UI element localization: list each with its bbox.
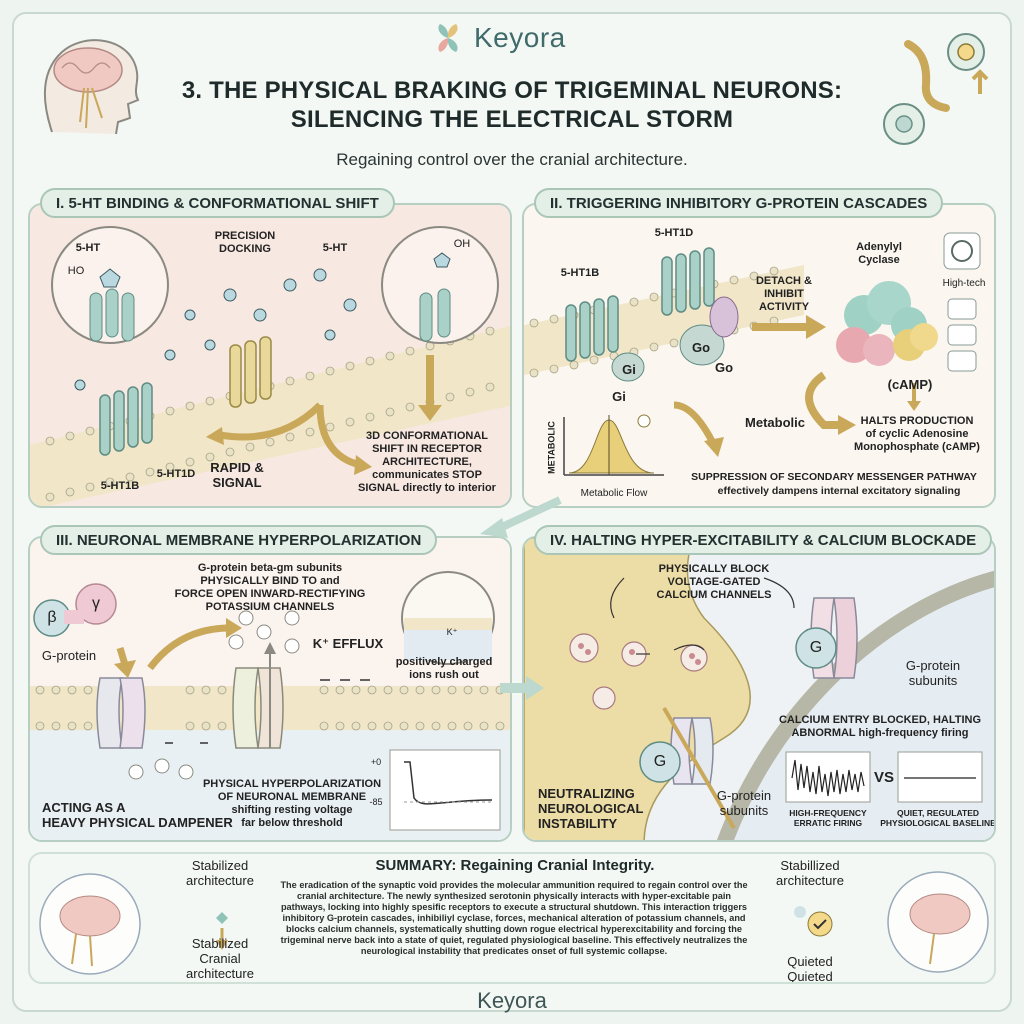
page-title-line1: 3. THE PHYSICAL BRAKING OF TRIGEMINAL NE… <box>181 77 843 104</box>
label-gi: Gi <box>622 362 636 377</box>
gears-icon <box>883 33 989 145</box>
label-k-efflux: K⁺ EFFLUX <box>312 636 384 651</box>
label-neutralizing: NEUTRALIZING NEUROLOGICAL INSTABILITY <box>538 786 644 831</box>
label-gi-2: Gi <box>612 389 626 404</box>
leaf-logo-icon <box>438 24 458 52</box>
panel-title-binding: I. 5-HT BINDING & CONFORMATIONAL SHIFT <box>40 188 395 218</box>
label-5ht1d-panel2: 5-HT1D <box>654 227 694 239</box>
label-camp: (cAMP) <box>887 377 933 392</box>
summary-text: The eradication of the synaptic void pro… <box>280 880 748 956</box>
panel-title-gprotein: II. TRIGGERING INHIBITORY G-PROTEIN CASC… <box>534 188 944 218</box>
label-vs: VS <box>873 769 894 786</box>
label-suppression-sub: effectively dampens internal excitatory … <box>717 485 961 497</box>
summary-right-top: Stabillized architecture <box>776 858 844 888</box>
label-adenylyl-cyclase: Adenylyl Cyclase <box>856 241 902 266</box>
label-5ht1b-panel2: 5-HT1B <box>560 267 600 279</box>
label-gprotein-subunits-1: G-protein subunits <box>905 658 961 688</box>
panel-title-hyperpolarization: III. NEURONAL MEMBRANE HYPERPOLARIZATION <box>40 525 438 555</box>
label-5ht-left: 5-HT <box>75 242 101 254</box>
label-detach-inhibit: DETACH & INHIBIT ACTIVITY <box>755 275 812 313</box>
label-ho: HO <box>67 265 85 277</box>
label-gprotein-subunits-2: G-protein subunits <box>716 788 772 818</box>
label-metabolic: Metabolic <box>745 415 805 430</box>
label-conformational-shift: 3D CONFORMATIONAL SHIFT IN RECEPTOR ARCH… <box>358 430 496 494</box>
panel-hyperpolarization: β γ G-protein G-protein beta-gm subunits… <box>28 536 512 842</box>
label-k-ion: K⁺ <box>446 627 458 637</box>
summary-left-top: Stabilized architecture <box>186 858 254 888</box>
chart-label-minus85: -85 <box>369 797 383 807</box>
label-high-frequency: HIGH-FREQUENCY ERRATIC FIRING <box>789 808 867 828</box>
panel-gprotein: 5-HT1D 5-HT1B Go Go Gi Gi DETACH & INHIB… <box>522 203 996 508</box>
label-rapid-signal: RAPID & SIGNAL <box>210 460 264 490</box>
label-calcium-blocked: CALCIUM ENTRY BLOCKED, HALTING ABNORMAL … <box>778 714 982 739</box>
brand-logo: Keyora <box>430 18 600 58</box>
footer-logo: Keyora <box>477 988 547 1013</box>
summary-illustration <box>30 854 994 982</box>
hyperpolarization-illustration <box>30 538 510 840</box>
metabolic-chart <box>563 414 664 476</box>
label-gamma: γ <box>92 595 100 612</box>
brand-logo-text: Keyora <box>474 22 566 53</box>
summary-panel: Stabilized architecture Stabilized Crani… <box>28 852 996 984</box>
label-5ht1b: 5-HT1B <box>100 480 140 492</box>
label-gprotein-bind: G-protein beta-gm subunits PHYSICALLY BI… <box>174 562 366 613</box>
label-ions-rush-out: positively charged ions rush out <box>395 656 493 681</box>
label-halts-production: HALTS PRODUCTION of cyclic Adenosine Mon… <box>854 415 980 453</box>
label-g-top: G <box>809 639 823 656</box>
label-g-bottom: G <box>653 753 667 770</box>
summary-left-bottom: Stabilized Cranial architecture <box>186 936 254 981</box>
label-beta: β <box>47 609 57 626</box>
label-high-tech: High-tech <box>942 278 986 289</box>
summary-title: SUMMARY: Regaining Cranial Integrity. <box>375 857 655 874</box>
poster-frame <box>12 12 1012 1012</box>
label-5ht-right: 5-HT <box>322 242 348 254</box>
panel-calcium: PHYSICALLY BLOCK VOLTAGE-GATED CALCIUM C… <box>522 536 996 842</box>
label-gprotein: G-protein <box>41 648 97 663</box>
receptor-5ht1b <box>99 382 153 456</box>
label-heavy-dampener: ACTING AS A HEAVY PHYSICAL DAMPENER <box>42 800 233 830</box>
page-subtitle: Regaining control over the cranial archi… <box>336 150 688 169</box>
label-quiet-baseline: QUIET, REGULATED PHYSIOLOGICAL BASELINE <box>880 808 996 828</box>
label-5ht1d: 5-HT1D <box>156 468 196 480</box>
membrane-illustration <box>30 205 510 506</box>
chart-ylabel-metabolic: METABOLIC <box>546 421 557 474</box>
label-go: Go <box>691 340 711 355</box>
receptor-5ht1d <box>229 336 272 408</box>
label-physical-hyperpolarization: PHYSICAL HYPERPOLARIZATION OF NEURONAL M… <box>202 778 382 829</box>
chart-label-plus0: +0 <box>370 757 382 767</box>
panel-binding: 5-HT HO OH PRECISION DOCKING 5-HT 5-HT1B… <box>28 203 512 508</box>
page-title-line2: SILENCING THE ELECTRICAL STORM <box>290 106 734 133</box>
summary-right-bottom: Quieted Quieted <box>787 954 833 984</box>
gprotein-illustration <box>524 205 994 506</box>
page-title: 3. THE PHYSICAL BRAKING OF TRIGEMINAL NE… <box>150 76 874 134</box>
chart-xlabel-metabolic-flow: Metabolic Flow <box>580 488 648 499</box>
label-go-2: Go <box>714 360 734 375</box>
label-precision-docking: PRECISION DOCKING <box>214 230 276 255</box>
panel-title-calcium: IV. HALTING HYPER-EXCITABILITY & CALCIUM… <box>534 525 993 555</box>
label-suppression: SUPPRESSION OF SECONDARY MESSENGER PATHW… <box>691 471 977 483</box>
label-physically-block: PHYSICALLY BLOCK VOLTAGE-GATED CALCIUM C… <box>656 563 772 601</box>
label-oh: OH <box>453 238 471 250</box>
brain-head-icon <box>43 39 140 135</box>
calcium-illustration <box>524 538 994 840</box>
